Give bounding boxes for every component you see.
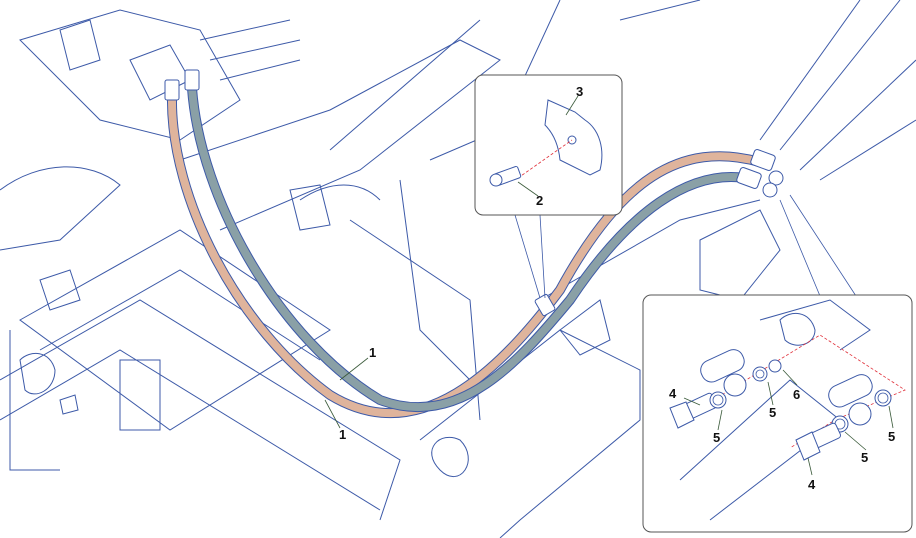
callout-washer-c: 5 xyxy=(888,429,895,444)
callout-restrictor: 6 xyxy=(793,387,800,402)
callout-screw: 2 xyxy=(536,193,543,208)
hose-grey-fill xyxy=(188,87,746,412)
hose-fittings xyxy=(164,69,784,317)
callout-hose-upper-leader xyxy=(339,357,369,381)
callout-hose-upper: 1 xyxy=(369,345,376,360)
inset-bottom-leader xyxy=(779,194,857,297)
inset-top-leader xyxy=(514,214,546,299)
callout-washer-a: 5 xyxy=(713,430,720,445)
callout-banjo-bolt-right: 4 xyxy=(808,477,816,492)
callout-banjo-bolt-left: 4 xyxy=(669,386,677,401)
callout-clamp: 3 xyxy=(576,84,583,99)
callout-hose-lower: 1 xyxy=(339,427,346,442)
callout-hose-lower-leader xyxy=(324,399,341,429)
inset-clamp-detail xyxy=(474,74,623,216)
inset-banjo-detail xyxy=(642,294,913,533)
callout-washer-b: 5 xyxy=(769,405,776,420)
callout-washer-d: 5 xyxy=(861,450,868,465)
